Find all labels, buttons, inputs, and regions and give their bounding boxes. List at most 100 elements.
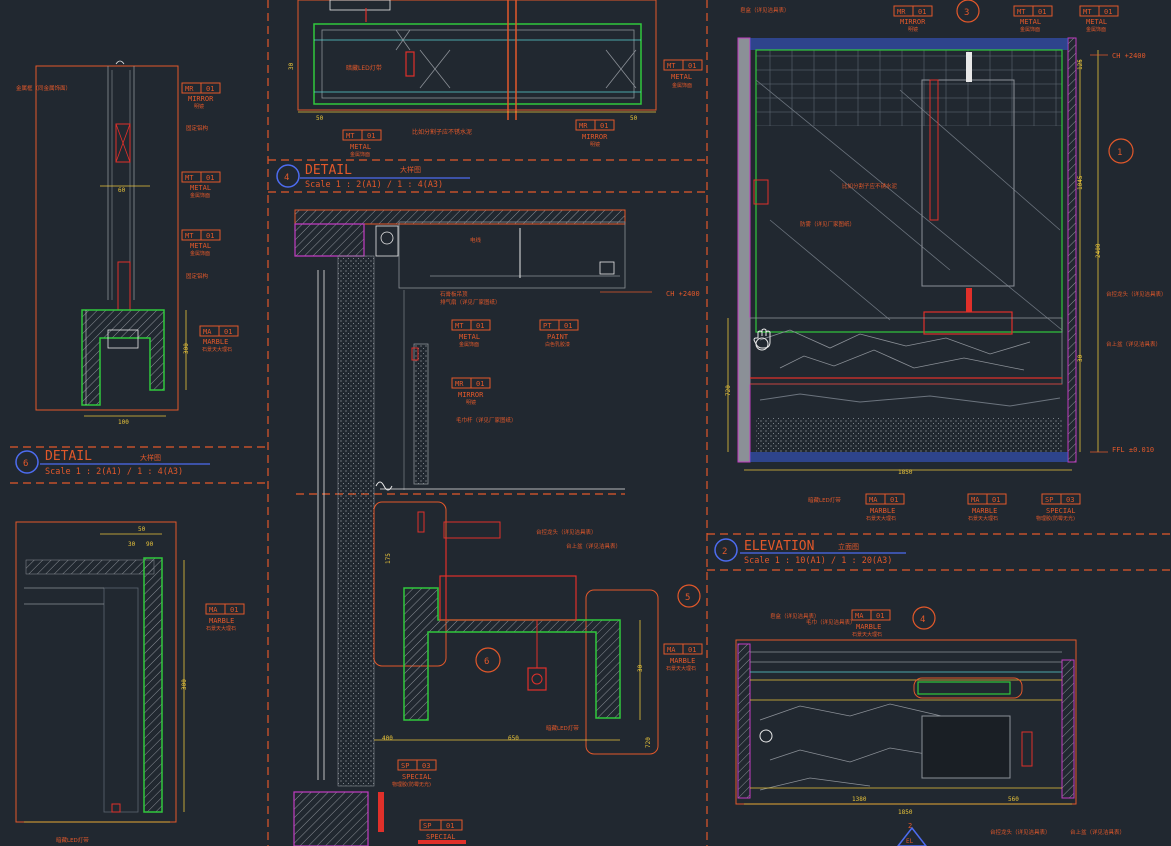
level-ffl: FFL ±0.010 [1112,446,1154,454]
svg-text:2: 2 [722,547,727,557]
elevation-scale: Scale 1 : 10(A1) / 1 : 20(A3) [744,556,892,566]
svg-text:MIRROR: MIRROR [900,18,926,26]
svg-text:台上盆（详见洁具表）: 台上盆（详见洁具表） [566,542,621,550]
svg-text:01: 01 [600,122,608,130]
dim-50-top-b: 50 [630,115,638,122]
svg-text:MA: MA [855,612,864,620]
svg-text:台上盆（详见洁具表）: 台上盆（详见洁具表） [1070,828,1125,836]
svg-text:PT: PT [543,322,552,330]
svg-text:1045: 1045 [1077,175,1084,190]
svg-text:MT: MT [346,132,355,140]
svg-text:MT: MT [1017,8,1026,16]
svg-text:400: 400 [382,735,393,742]
svg-text:01: 01 [224,328,232,336]
svg-text:MA: MA [869,496,878,504]
left-top-detail: 100 60 300 金属框（同金属饰面） 固定铝构 固定铝构 [16,60,209,426]
level-ch-section: CH +2400 [666,290,700,298]
svg-text:SP: SP [1045,496,1053,504]
svg-text:MIRROR: MIRROR [582,133,608,141]
svg-text:01: 01 [446,822,454,830]
elevation-type: ELEVATION [744,539,814,554]
svg-text:MT: MT [1083,8,1092,16]
title-elevation-2: 2 ELEVATION 立面图 Scale 1 : 10(A1) / 1 : 2… [714,538,906,566]
svg-text:大样图: 大样图 [400,165,421,174]
dim-30-top: 30 [288,62,295,70]
svg-text:明镜: 明镜 [908,26,918,33]
svg-text:125: 125 [1077,59,1084,70]
svg-text:MR: MR [897,8,906,16]
svg-text:METAL: METAL [190,184,211,192]
svg-text:1380: 1380 [852,796,867,803]
svg-text:防雾（详见厂家图纸）: 防雾（详见厂家图纸） [800,220,855,228]
svg-text:毛巾（详见洁具表）: 毛巾（详见洁具表） [806,618,856,626]
tag-metal-top: MT 01 METAL 金属饰面 [663,59,703,89]
top-detail: 暗藏LED灯带 比如分割子应不锈水泥 30 50 50 [288,0,657,136]
level-ch: CH +2400 [1112,52,1146,60]
cad-cursor-hand-icon [753,328,771,349]
svg-text:90: 90 [146,541,154,548]
svg-text:01: 01 [230,606,238,614]
sheet-dividers [10,0,1171,846]
plan-bottom: 1380 560 1850 4 2 EL 皂盒（详见洁具表） 毛巾（详见洁具表）… [735,606,1125,846]
svg-text:100: 100 [118,419,129,426]
svg-text:明镜: 明镜 [466,399,476,406]
svg-text:排气扇（详见厂家图纸）: 排气扇（详见厂家图纸） [440,298,501,306]
tag-metal-elev-a: MT 01 METAL 金属饰面 [1013,5,1053,33]
svg-text:01: 01 [206,174,214,182]
tag-marble-center: MA 01 MARBLE 石景天大理石 [663,643,703,672]
svg-text:固定铝构: 固定铝构 [186,124,209,132]
svg-text:6: 6 [23,459,28,469]
svg-text:5: 5 [685,593,690,603]
svg-text:01: 01 [206,85,214,93]
tag-metal-left-b: MT 01 METAL 金属饰面 [181,229,221,257]
svg-text:01: 01 [367,132,375,140]
svg-text:大样图: 大样图 [140,453,161,462]
tag-paint-center: PT 01 PAINT 白色乳胶漆 [539,319,579,348]
svg-text:金属饰面: 金属饰面 [350,151,370,158]
svg-text:MARBLE: MARBLE [856,623,881,631]
svg-text:物理胶(防霉无光): 物理胶(防霉无光) [1036,515,1075,522]
svg-text:MA: MA [209,606,218,614]
tag-marble-plan: MA 01 MARBLE 石景天大理石 [851,609,891,638]
svg-text:METAL: METAL [350,143,371,151]
svg-text:MIRROR: MIRROR [458,391,484,399]
svg-text:1: 1 [1117,148,1122,158]
svg-text:METAL: METAL [190,242,211,250]
svg-text:METAL: METAL [671,73,692,81]
svg-text:台上盆（详见洁具表）: 台上盆（详见洁具表） [1106,340,1161,348]
svg-text:3: 3 [964,8,969,18]
tag-marble-elev-a: MA 01 MARBLE 石景天大理石 [865,493,905,522]
svg-text:2400: 2400 [1095,243,1102,258]
svg-text:石膏板吊顶: 石膏板吊顶 [440,290,468,298]
svg-text:MA: MA [667,646,676,654]
svg-text:SPECIAL: SPECIAL [402,773,432,781]
svg-text:石景天大理石: 石景天大理石 [202,346,232,353]
tag-metal-center: MT 01 METAL 金属饰面 [451,319,491,348]
svg-text:MIRROR: MIRROR [188,95,214,103]
center-section: CH +2400 电线 石膏板吊顶 排气扇（详见厂家图纸） 毛巾杆（详见厂家图纸… [294,209,700,787]
svg-text:01: 01 [688,62,696,70]
svg-text:MARBLE: MARBLE [670,657,695,665]
elevation-main: 1850 2400 125 1045 30 720 CH +2400 FFL ±… [725,0,1167,504]
svg-text:白色乳胶漆: 白色乳胶漆 [545,341,570,348]
svg-text:固定铝构: 固定铝构 [186,272,209,280]
detail-4-type: DETAIL [305,163,352,178]
svg-text:明镜: 明镜 [590,141,600,148]
svg-text:30: 30 [128,541,136,548]
svg-text:03: 03 [1066,496,1074,504]
svg-text:50: 50 [138,526,146,533]
svg-text:石景天大理石: 石景天大理石 [666,665,696,672]
svg-text:明镜: 明镜 [194,103,204,110]
title-detail-6: 6 DETAIL 大样图 Scale 1 : 2(A1) / 1 : 4(A3) [15,449,210,477]
svg-text:60: 60 [118,187,126,194]
svg-text:MR: MR [579,122,588,130]
dim-50-top-a: 50 [316,115,324,122]
svg-text:MARBLE: MARBLE [209,617,234,625]
svg-text:电线: 电线 [470,236,482,244]
svg-text:300: 300 [181,679,188,690]
svg-text:MT: MT [185,232,194,240]
svg-text:金属饰面: 金属饰面 [190,192,210,199]
svg-text:MA: MA [203,328,212,336]
svg-text:01: 01 [476,322,484,330]
detail-6-scale: Scale 1 : 2(A1) / 1 : 4(A3) [45,467,183,477]
